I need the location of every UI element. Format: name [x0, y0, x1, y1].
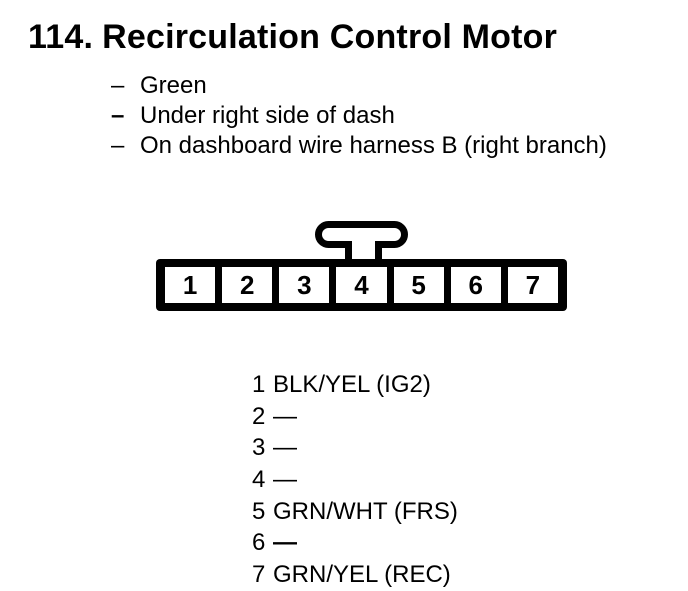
wire-label: — [273, 434, 297, 462]
note-row: – Under right side of dash [111, 101, 607, 131]
pin-number: 1 [252, 371, 266, 398]
connector-body: 1 2 3 4 5 6 7 [156, 259, 567, 311]
connector-cavity-2: 2 [222, 267, 273, 303]
pin-number: 7 [252, 561, 266, 589]
note-text: On dashboard wire harness B (right branc… [140, 132, 607, 159]
connector-cavity-7: 7 [507, 267, 558, 303]
pinout-row: 3 — [252, 432, 458, 464]
pinout-row: 1 BLK/YEL (IG2) [252, 369, 458, 401]
wire-label: — [273, 529, 297, 557]
pinout-row: 6 — [252, 527, 458, 559]
pin-number: 3 [252, 434, 266, 462]
pinout-list: 1 BLK/YEL (IG2) 2 — 3 — 4 — 5 GRN/WHT (F… [252, 369, 458, 591]
location-notes: – Green – Under right side of dash – On … [111, 71, 607, 161]
connector-cavity-4: 4 [336, 267, 387, 303]
wire-label: — [273, 466, 297, 494]
note-text: Under right side of dash [140, 102, 395, 129]
item-number: 114. [28, 18, 94, 56]
pin-number: 5 [252, 497, 266, 525]
pinout-row: 4 — [252, 464, 458, 496]
dash-bullet: – [111, 102, 125, 129]
pinout-row: 5 GRN/WHT (FRS) [252, 496, 458, 528]
connector-cavity-5: 5 [393, 267, 444, 303]
wire-label: BLK/YEL (IG2) [273, 371, 431, 398]
pin-number: 6 [252, 529, 266, 557]
pinout-row: 7 GRN/YEL (REC) [252, 559, 458, 591]
note-row: – Green [111, 71, 607, 101]
dash-bullet: – [111, 72, 125, 99]
wire-label: GRN/YEL (REC) [273, 561, 451, 589]
pin-number: 2 [252, 402, 266, 430]
dash-bullet: – [111, 132, 125, 159]
wire-label: — [273, 402, 297, 430]
pin-number: 4 [252, 466, 266, 494]
item-title: Recirculation Control Motor [102, 18, 558, 56]
connector-cavity-1: 1 [165, 267, 216, 303]
pinout-row: 2 — [252, 401, 458, 433]
page-title: 114. Recirculation Control Motor [28, 17, 557, 57]
connector-cavity-3: 3 [279, 267, 330, 303]
connector-cavity-6: 6 [450, 267, 501, 303]
wire-label: GRN/WHT (FRS) [273, 497, 458, 525]
connector-lock-tab-icon [315, 221, 408, 262]
note-text: Green [140, 72, 207, 99]
note-row: – On dashboard wire harness B (right bra… [111, 131, 607, 161]
